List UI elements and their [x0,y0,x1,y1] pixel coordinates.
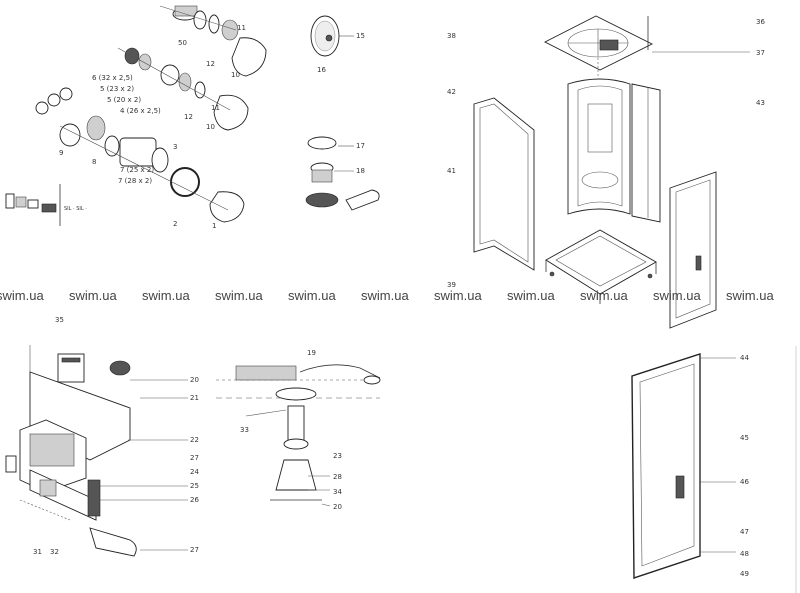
label-34: 34 [333,488,342,496]
label-6: 6 (32 x 2,5) [92,74,133,82]
labels-bottom-middle: 19 33 23 28 34 20 [240,349,342,511]
label-3: 3 [173,143,177,151]
mixer-assembly [5,5,267,226]
label-31: 31 [33,548,42,556]
showerhead-group: 15 16 [310,15,365,74]
shower-roof [544,15,750,76]
label-42: 42 [447,88,456,96]
label-27a: 27 [190,454,199,462]
drain-group: 17 18 [305,136,380,211]
o-rings [35,87,73,115]
label-21: 21 [190,394,199,402]
watermark-text: swim.ua [0,288,44,303]
cartridge-lower [59,115,245,223]
watermark-row: swim.ua swim.ua swim.ua swim.ua swim.ua swim.… [0,288,774,303]
label-36: 36 [756,18,765,26]
label-32: 32 [50,548,59,556]
label-33: 33 [240,426,249,434]
labels-bottom-left: 20 21 22 27 24 25 26 27 31 32 [33,376,199,556]
control-block-assembly [5,345,188,557]
shower-door [631,346,797,593]
label-22: 22 [190,436,199,444]
label-38: 38 [447,32,456,40]
labels-top-left: 50 11 12 10 12 11 10 6 (32 x 2,5) 5 (23 … [55,24,246,324]
labels-bottom-right: 44 45 46 47 48 49 [740,354,749,578]
label-37: 37 [756,49,765,57]
label-23a: 23 [333,452,342,460]
label-18: 18 [356,167,365,175]
label-44: 44 [740,354,749,362]
label-17: 17 [356,142,365,150]
label-48: 48 [740,550,749,558]
label-27b: 27 [190,546,199,554]
label-5b: 5 (20 x 2) [107,96,141,104]
label-16: 16 [317,66,326,74]
label-20b: 20 [333,503,342,511]
label-10a: 10 [231,71,240,79]
label-47: 47 [740,528,749,536]
cartridge-middle [117,47,249,131]
label-7b: 7 (28 x 2) [118,177,152,185]
label-11a: 11 [237,24,246,32]
label-28: 28 [333,473,342,481]
watermark-text: swim.ua [653,288,701,303]
label-small-left: SIL · SIL · [64,206,87,212]
label-20: 20 [190,376,199,384]
label-5: 5 (23 x 2) [100,85,134,93]
label-11b: 11 [211,104,220,112]
watermark-text: swim.ua [580,288,628,303]
watermark-text: swim.ua [726,288,774,303]
watermark-text: swim.ua [507,288,555,303]
cartridge-upper [159,5,267,77]
watermark-text: swim.ua [142,288,190,303]
label-49: 49 [740,570,749,578]
label-4: 4 (26 x 2,5) [120,107,161,115]
watermark-text: swim.ua [434,288,482,303]
shower-door-top [669,171,717,329]
watermark-text: swim.ua [69,288,117,303]
label-43: 43 [756,99,765,107]
hand-shower-assembly [216,364,381,507]
label-46: 46 [740,478,749,486]
label-41: 41 [447,167,456,175]
spindle-left [5,184,61,226]
label-10b: 10 [206,123,215,131]
watermark-text: swim.ua [361,288,409,303]
label-45: 45 [740,434,749,442]
watermark-text: swim.ua [288,288,336,303]
label-24: 24 [190,468,199,476]
label-12a: 12 [206,60,215,68]
label-1: 1 [212,222,216,230]
label-8: 8 [92,158,96,166]
label-50: 50 [178,39,187,47]
label-26: 26 [190,496,199,504]
labels-top-right: 36 37 38 42 43 41 39 [447,18,765,289]
label-19: 19 [307,349,316,357]
label-15: 15 [356,32,365,40]
label-39: 39 [447,281,456,289]
label-12b: 12 [184,113,193,121]
label-7a: 7 (25 x 2) [120,166,154,174]
watermark-text: swim.ua [215,288,263,303]
shower-back-panel [567,78,661,223]
shower-tray [545,229,657,304]
shower-side-panel [473,97,535,271]
label-35: 35 [55,316,64,324]
label-25: 25 [190,482,199,490]
label-2: 2 [173,220,177,228]
label-9: 9 [59,149,63,157]
